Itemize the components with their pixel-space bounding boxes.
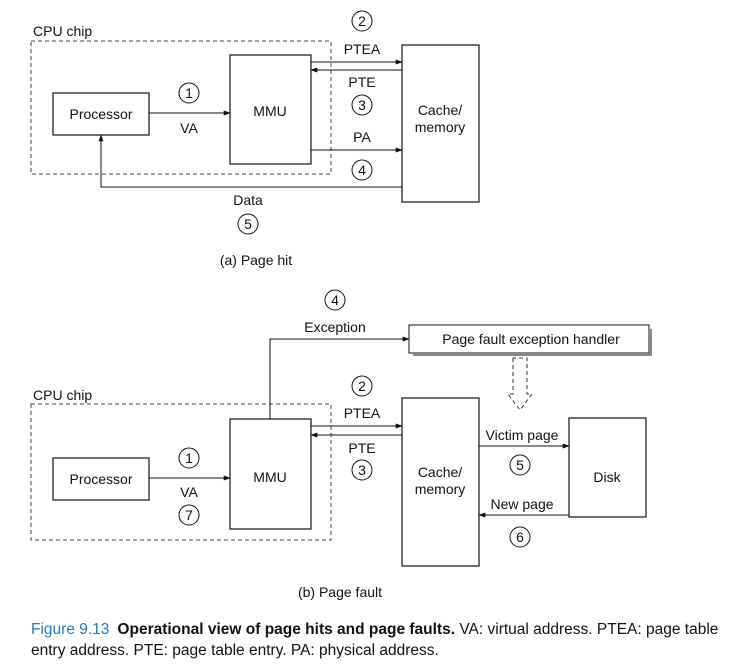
new-page-label-b: New page <box>490 496 553 512</box>
step-3-marker-a: 3 <box>351 94 373 116</box>
step-1-marker-b: 1 <box>178 447 200 469</box>
exception-label-b: Exception <box>304 319 365 335</box>
page-hit-fault-diagram: CPU chip Processor MMU Cache/memory VA P… <box>30 10 652 600</box>
figure-number: Figure 9.13 <box>31 621 110 638</box>
svg-text:1: 1 <box>185 85 193 101</box>
svg-text:3: 3 <box>358 462 366 478</box>
panel-b-page-fault: CPU chip Processor MMU Cache/memory Disk… <box>30 289 652 600</box>
mmu-label-a: MMU <box>253 103 286 119</box>
svg-text:5: 5 <box>516 457 524 473</box>
handler-to-disk-flow-icon <box>507 357 533 411</box>
figure-title: Operational view of page hits and page f… <box>117 621 456 638</box>
step-4-marker-b: 4 <box>324 289 346 311</box>
svg-text:7: 7 <box>185 507 193 523</box>
cpu-chip-label-b: CPU chip <box>33 387 92 403</box>
disk-label-b: Disk <box>593 469 621 485</box>
step-5-marker-a: 5 <box>237 213 259 235</box>
step-3-marker-b: 3 <box>351 459 373 481</box>
disk-box-b <box>568 417 647 518</box>
data-label-a: Data <box>233 192 263 208</box>
svg-text:2: 2 <box>358 378 366 394</box>
ptea-label-a: PTEA <box>344 41 381 57</box>
subcaption-a: (a) Page hit <box>220 252 292 268</box>
cpu-chip-boundary-b <box>30 403 332 541</box>
handler-box-shadow <box>649 329 652 356</box>
figure-caption-body: VA: virtual address. PTEA: page table en… <box>31 621 719 659</box>
ptea-label-b: PTEA <box>344 405 381 421</box>
svg-text:3: 3 <box>358 97 366 113</box>
processor-label-b: Processor <box>69 471 132 487</box>
svg-text:2: 2 <box>358 13 366 29</box>
step-7-marker-b: 7 <box>178 504 200 526</box>
step-4-marker-a: 4 <box>351 159 373 181</box>
cache-memory-box-b <box>401 397 480 567</box>
svg-text:6: 6 <box>516 529 524 545</box>
pte-label-b: PTE <box>348 440 375 456</box>
mmu-box-a <box>229 54 312 165</box>
cache-memory-box-a <box>401 44 480 203</box>
svg-text:5: 5 <box>244 216 252 232</box>
handler-label-b: Page fault exception handler <box>442 331 620 347</box>
pte-label-a: PTE <box>348 74 375 90</box>
figure-caption: Figure 9.13 Operational view of page hits… <box>31 619 737 661</box>
data-arrow-a <box>98 134 402 188</box>
svg-text:4: 4 <box>331 292 339 308</box>
step-6-marker-b: 6 <box>509 526 531 548</box>
panel-a-page-hit: CPU chip Processor MMU Cache/memory VA P… <box>30 10 480 268</box>
step-2-marker-b: 2 <box>351 375 373 397</box>
step-1-marker-a: 1 <box>178 82 200 104</box>
mmu-box-b <box>229 418 312 530</box>
cpu-chip-label-a: CPU chip <box>33 23 92 39</box>
mmu-label-b: MMU <box>253 469 286 485</box>
svg-text:1: 1 <box>185 450 193 466</box>
va-label-a: VA <box>180 120 198 136</box>
step-5-marker-b: 5 <box>509 454 531 476</box>
victim-page-label-b: Victim page <box>486 427 559 443</box>
exception-arrow-b <box>269 336 410 419</box>
processor-label-a: Processor <box>69 106 132 122</box>
handler-box-shadow-bottom <box>413 353 652 356</box>
va-label-b: VA <box>180 484 198 500</box>
processor-box-b <box>52 457 150 501</box>
svg-text:4: 4 <box>358 162 366 178</box>
cpu-chip-boundary-a <box>30 40 332 175</box>
cache-memory-label-b: Cache/memory <box>415 464 466 497</box>
step-2-marker-a: 2 <box>351 10 373 32</box>
pa-label-a: PA <box>353 129 371 145</box>
cache-memory-label-a: Cache/memory <box>415 102 466 135</box>
subcaption-b: (b) Page fault <box>298 584 382 600</box>
